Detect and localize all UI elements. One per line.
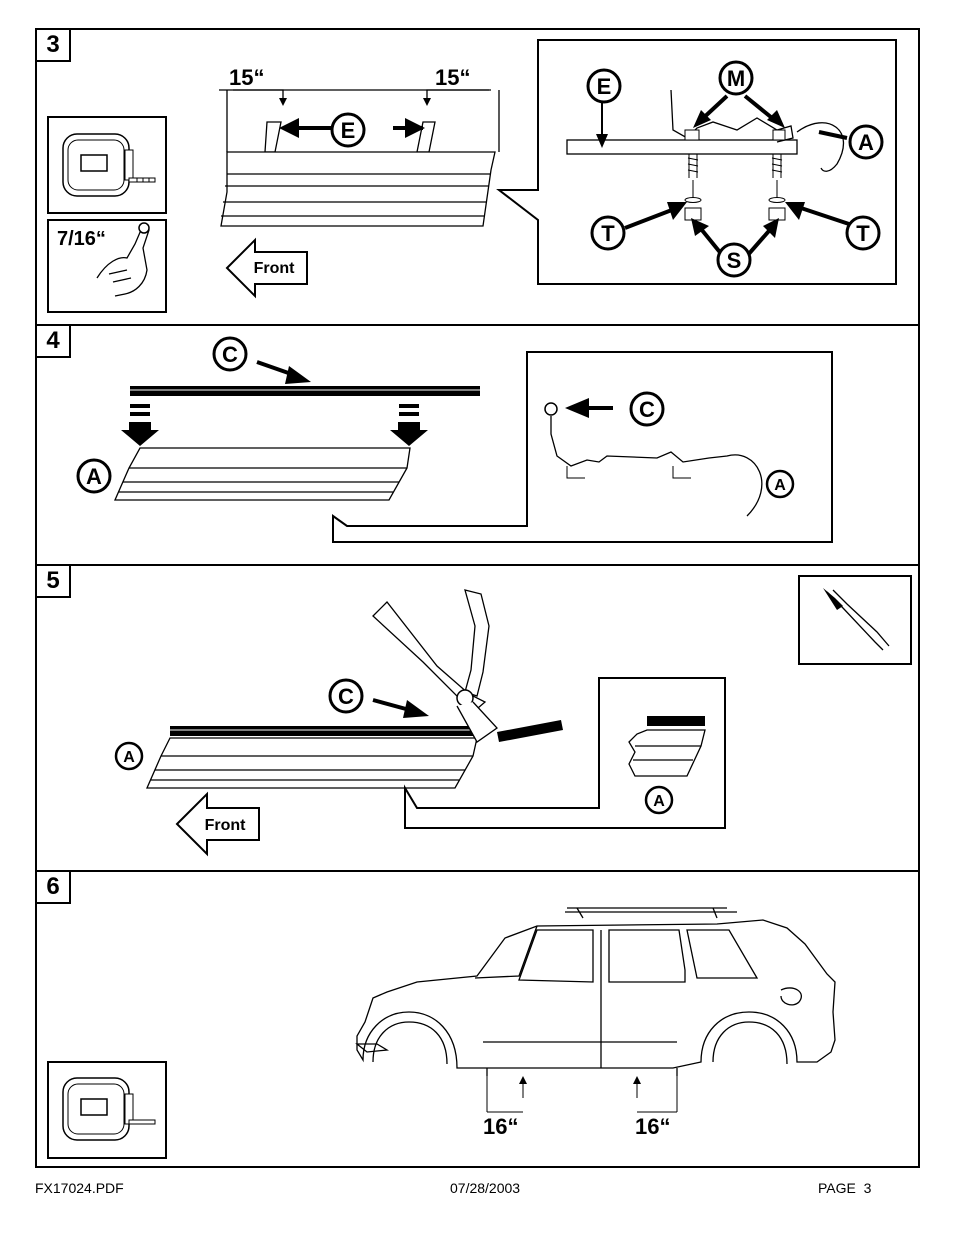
wrench-size-label: 7/16“	[57, 228, 106, 250]
tape-measure-icon	[47, 1061, 167, 1159]
rear-measurement: 16“	[635, 1114, 670, 1139]
footer-filename: FX17024.PDF	[35, 1180, 124, 1196]
footer-date: 07/28/2003	[450, 1180, 521, 1196]
right-measurement: 15“	[435, 65, 470, 90]
down-arrows	[121, 404, 428, 446]
measure-markers	[486, 1072, 678, 1113]
step-4-panel: 4 C A C	[35, 324, 920, 566]
bracket-detail-callout	[496, 39, 897, 285]
step-number: 4	[37, 326, 71, 358]
callout-e	[330, 112, 366, 148]
front-arrow-icon	[225, 237, 308, 299]
step-number: 6	[37, 872, 71, 904]
callout-a-detail: A	[765, 469, 795, 499]
front-measurement: 16“	[483, 1114, 518, 1139]
running-board-top-view	[219, 89, 500, 227]
left-measurement: 15“	[229, 65, 264, 90]
tape-measure-icon	[47, 116, 167, 214]
callout-t-left: T	[590, 215, 626, 251]
svg-text:E: E	[597, 74, 612, 99]
step-4-illustration: C A C A	[76, 336, 833, 543]
wrench-hand-icon	[47, 219, 167, 313]
trim-end-detail-callout	[404, 677, 726, 829]
svg-text:T: T	[601, 221, 615, 246]
callout-a: A	[114, 741, 144, 771]
callout-a: A	[848, 124, 884, 160]
pliers-icon	[798, 575, 912, 665]
front-label: Front	[254, 260, 296, 277]
trim-and-board	[146, 720, 563, 789]
trim-strip	[130, 386, 480, 396]
profile-detail-callout	[332, 351, 833, 543]
svg-text:C: C	[338, 684, 354, 709]
step-number: 3	[37, 30, 71, 62]
callout-c-detail: C	[629, 391, 665, 427]
callout-c: C	[212, 336, 248, 372]
front-label: Front	[205, 817, 247, 834]
svg-text:S: S	[727, 248, 742, 273]
step-3-panel: 3 7/16“	[35, 28, 920, 326]
step-5-illustration: C A Front A	[114, 575, 912, 857]
step-6-panel: 6 16“ 16“	[35, 870, 920, 1168]
svg-text:T: T	[856, 221, 870, 246]
callout-e-detail: E	[586, 68, 622, 104]
callout-a-detail: A	[644, 785, 674, 815]
cutter-pliers	[372, 589, 498, 743]
callout-a: A	[76, 458, 112, 494]
callout-c: C	[328, 678, 364, 714]
svg-text:A: A	[653, 793, 665, 810]
running-board-side	[114, 447, 411, 501]
svg-text:M: M	[727, 66, 745, 91]
svg-text:A: A	[123, 749, 135, 766]
svg-text:A: A	[86, 464, 102, 489]
callout-t-right: T	[845, 215, 881, 251]
callout-s: S	[716, 242, 752, 278]
footer-page: PAGE 3	[818, 1180, 872, 1196]
svg-text:A: A	[774, 477, 786, 494]
callout-m: M	[718, 60, 754, 96]
svg-text:A: A	[858, 130, 874, 155]
step-6-illustration: 16“ 16“	[47, 907, 836, 1159]
front-arrow-icon	[175, 791, 260, 857]
step-5-panel: 5 C A Front	[35, 564, 920, 872]
svg-text:E: E	[341, 118, 356, 143]
step-number: 5	[37, 566, 71, 598]
suv-side-view	[355, 907, 836, 1076]
svg-text:C: C	[639, 397, 655, 422]
svg-text:C: C	[222, 342, 238, 367]
step-3-illustration: 7/16“ 15“ 15“ E Front	[47, 39, 897, 313]
